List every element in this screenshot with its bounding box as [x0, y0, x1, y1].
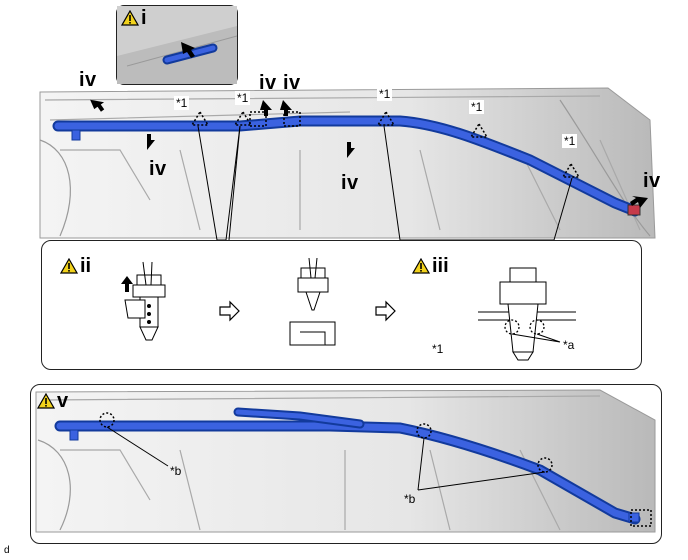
- hollow-arrow-icon: [219, 300, 240, 322]
- harness-v-upper-fill: [235, 409, 363, 427]
- label-star-b-2: *b: [404, 492, 416, 506]
- label-star1-1: *1: [174, 96, 190, 110]
- warning-triangle-icon: [121, 10, 139, 26]
- clip-icon: [124, 261, 166, 341]
- harness-v-lower-fill: [56, 422, 639, 523]
- clip-markers: [190, 110, 581, 178]
- roof-pillar-right: [559, 99, 651, 237]
- arrow-icon: [121, 276, 133, 292]
- figure-tag: d: [4, 545, 10, 556]
- roof-frame-lines-v: [44, 395, 601, 531]
- callout-iv-5: iv: [341, 172, 359, 194]
- harness-left-connector: [71, 129, 81, 141]
- clip-callout-circles: [504, 319, 545, 335]
- callout-iv-4: iv: [283, 72, 301, 94]
- leader-a: [511, 333, 561, 343]
- roof-pillar-left-v: [37, 439, 71, 531]
- callout-iv-2: iv: [149, 158, 167, 180]
- panel-v-callouts: [99, 412, 652, 527]
- callout-ii: ii: [80, 255, 92, 277]
- inset-i-art: [117, 6, 237, 84]
- callout-iii: iii: [432, 255, 449, 277]
- harness-v-connector-right: [628, 512, 640, 523]
- clip-icon: [289, 257, 336, 346]
- hollow-arrow-icon: [375, 300, 396, 322]
- callout-iv-3: iv: [259, 72, 277, 94]
- harness-end-connector: [627, 204, 641, 216]
- callout-v: v: [57, 390, 69, 412]
- label-star-a: *a: [561, 338, 577, 352]
- callout-iv-1: iv: [79, 69, 97, 91]
- roof-frame-lines: [44, 95, 641, 231]
- curtain-airbag-harness-fill: [54, 117, 639, 215]
- label-star1-2: *1: [235, 91, 251, 105]
- inset-i-panel: [116, 5, 238, 85]
- arrow-icon: [90, 99, 648, 208]
- harness-v-connector-left: [69, 429, 79, 441]
- leader-b-1: [106, 426, 169, 467]
- roof-pillar-left: [39, 139, 71, 237]
- label-star1-5: *1: [562, 134, 578, 148]
- warning-triangle-icon: [412, 258, 430, 274]
- callout-i: i: [141, 7, 147, 29]
- warning-triangle-icon: [60, 258, 78, 274]
- label-star1-4: *1: [469, 100, 485, 114]
- leader-b-2: [417, 437, 546, 491]
- warning-triangle-icon: [37, 393, 55, 409]
- label-star1-detail: *1: [430, 342, 446, 356]
- label-star1-3: *1: [377, 87, 393, 101]
- callout-iv-6: iv: [643, 170, 661, 192]
- label-star-b-1: *b: [170, 464, 182, 478]
- clip-icon: [478, 267, 576, 361]
